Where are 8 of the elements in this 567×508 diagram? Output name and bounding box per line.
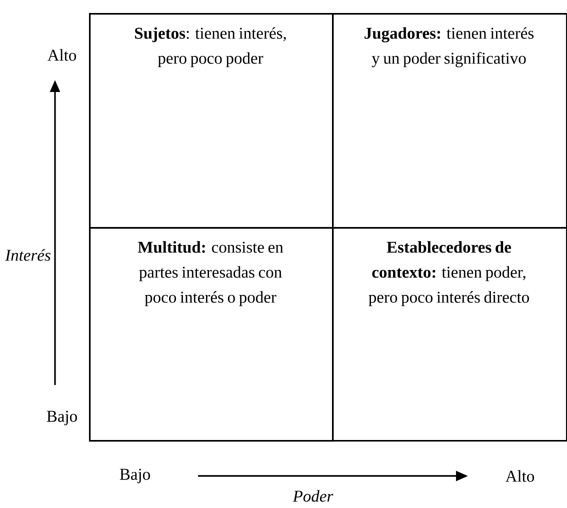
quadrant-cell: Establecedores de contexto: tienen poder, pero poco interés directo <box>332 226 567 442</box>
axis-label: Alto <box>506 470 534 482</box>
axis-label: Bajo <box>120 468 150 484</box>
quadrant-cell: Multitud: consiste en partes interesadas con poco interés o poder <box>89 226 334 442</box>
quadrant-cell: Jugadores: tienen interés y un poder significativo <box>332 12 567 229</box>
axis-label: Interés <box>5 249 50 261</box>
axis-label: Poder <box>292 490 334 502</box>
quadrant-cell: Sujetos: tienen interés, pero poco poder <box>89 12 334 229</box>
